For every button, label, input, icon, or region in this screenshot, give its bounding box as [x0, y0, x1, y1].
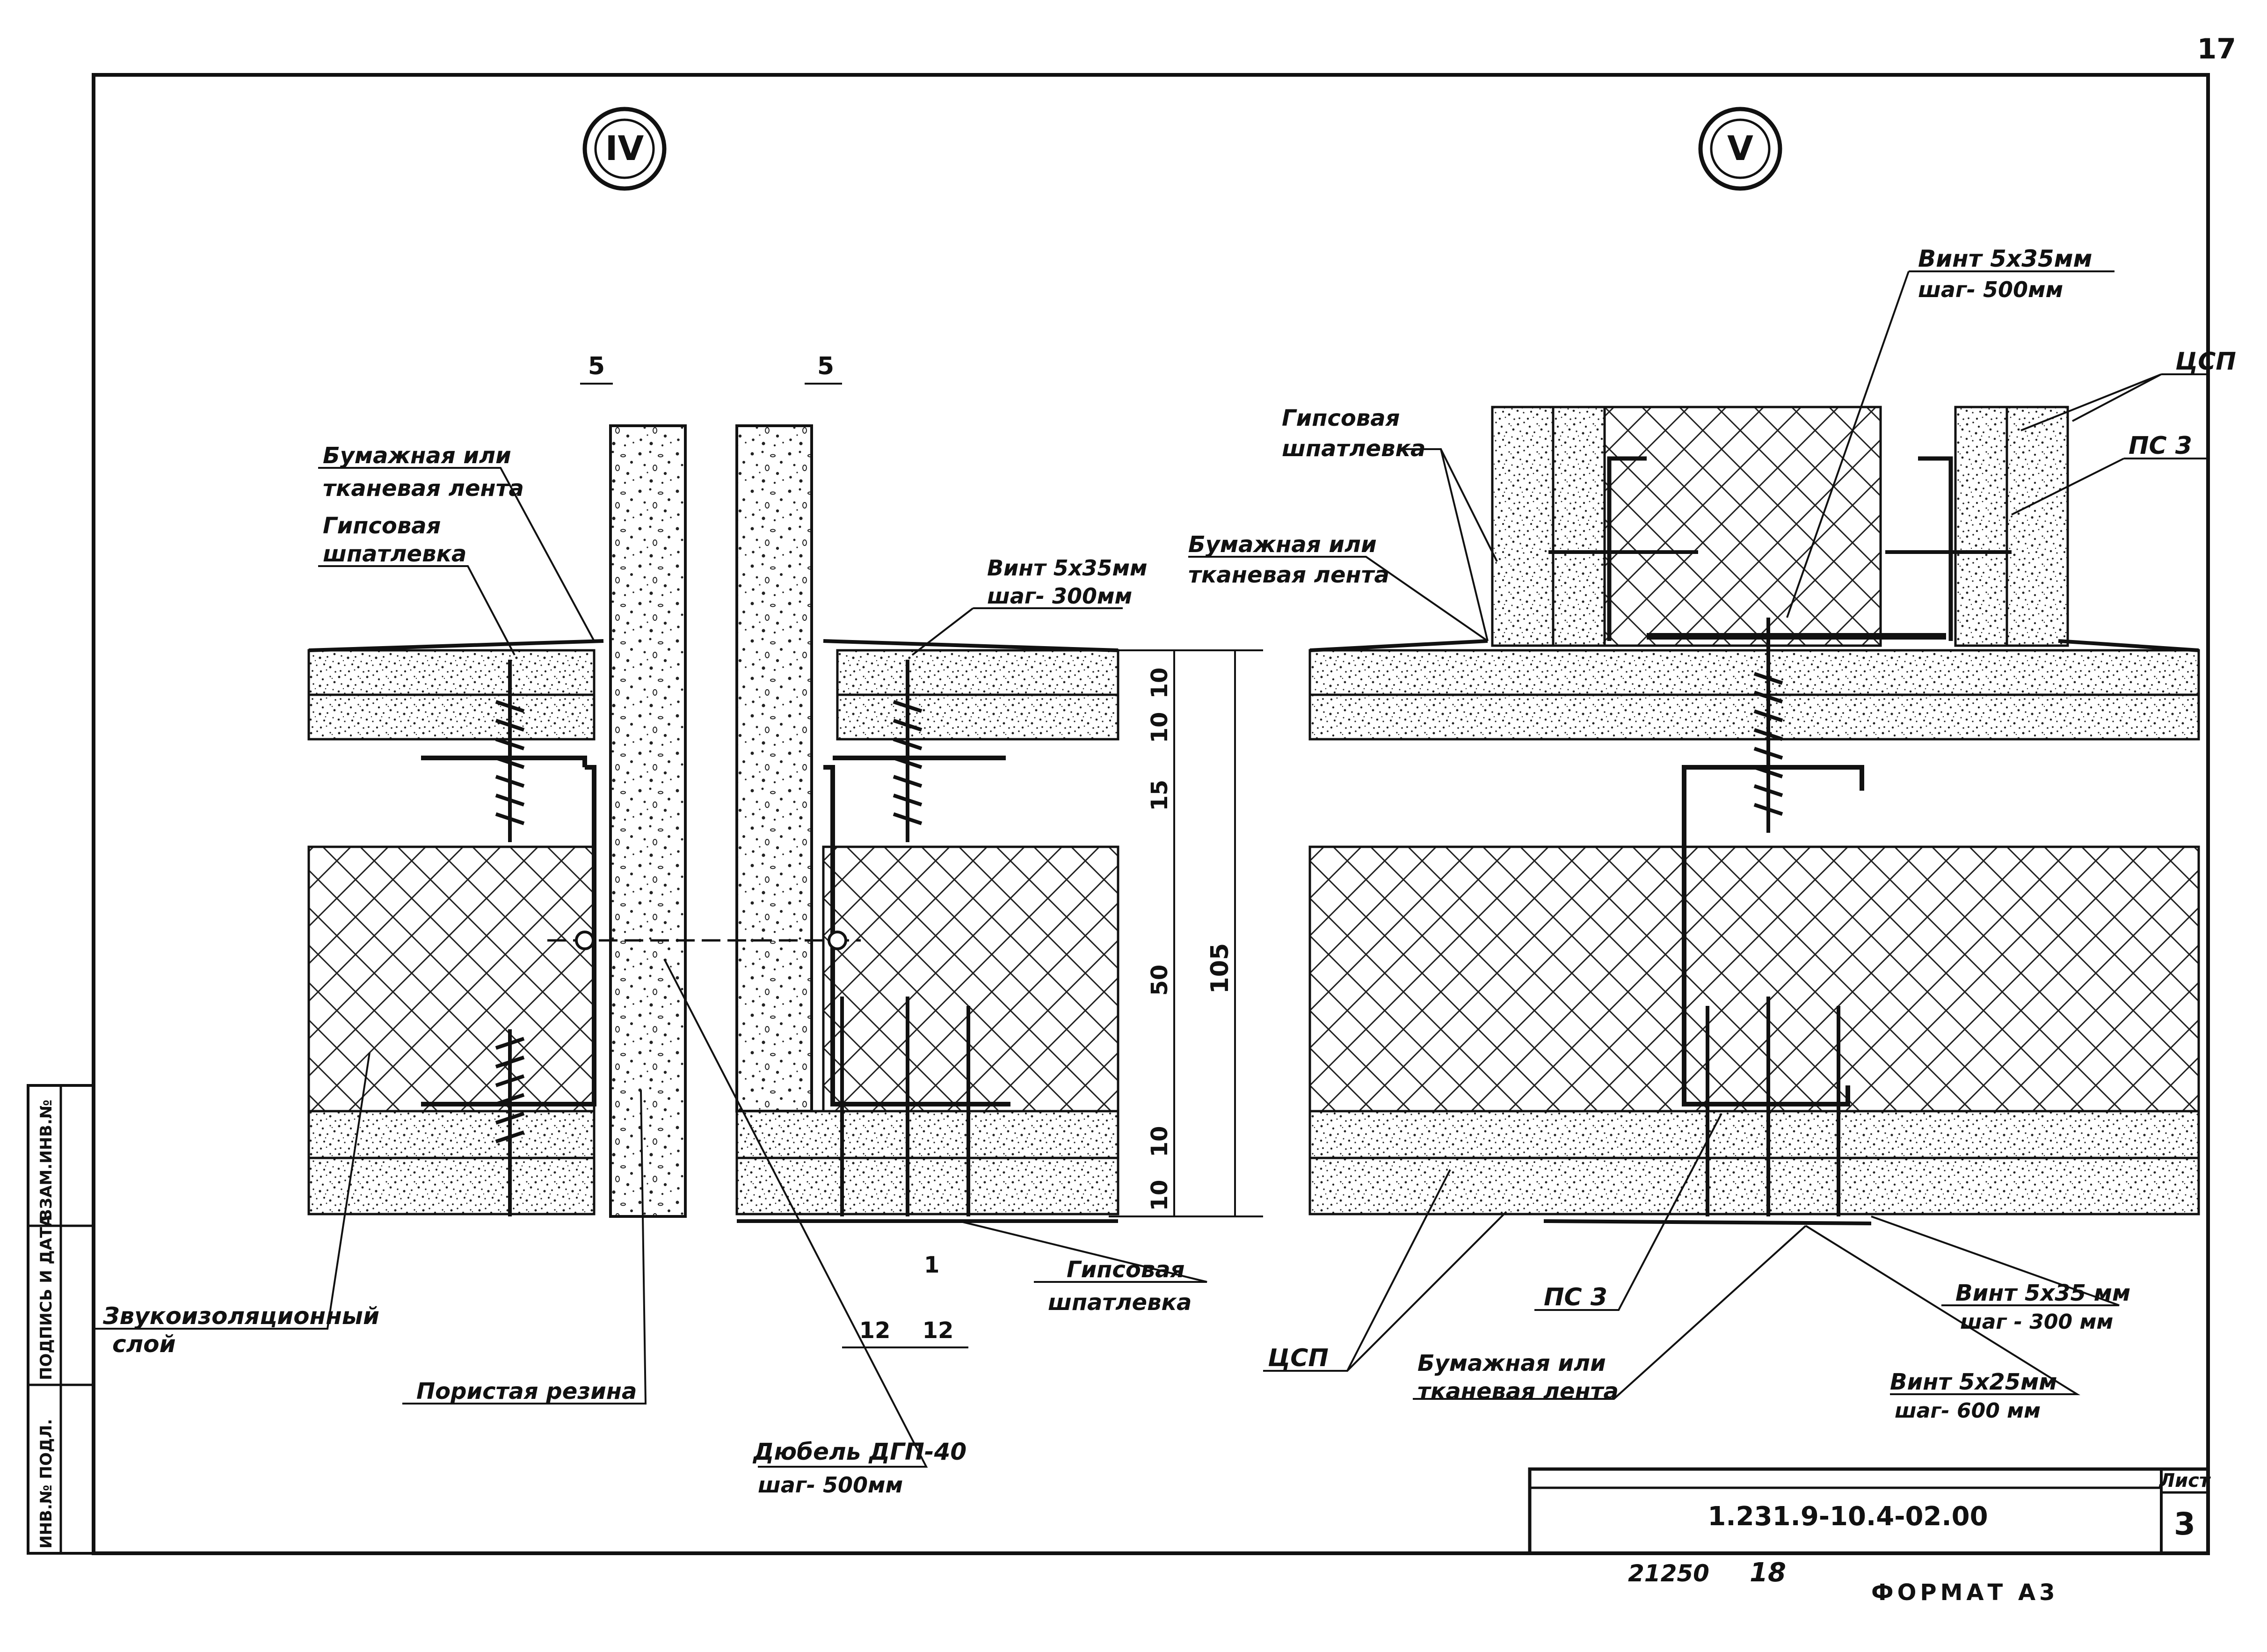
iv-sound-l2: слой — [112, 1331, 176, 1358]
paper-format: ФОРМАТ А3 — [1871, 1579, 2059, 1606]
dim-50: 50 — [1147, 965, 1173, 996]
svg-text:IV: IV — [605, 129, 644, 168]
stamp-inv-orig: ИНВ.№ ПОДЛ. — [37, 1419, 56, 1549]
view-mark-v: V — [1698, 107, 1782, 191]
sheet-label: Лист — [2159, 1470, 2211, 1492]
drawing-code: 1.231.9-10.4-02.00 — [1708, 1501, 1988, 1532]
v-screw3-l2: шаг- 600 мм — [1895, 1399, 2041, 1423]
dim-15: 15 — [1147, 780, 1173, 811]
v-csp-bottom: ЦСП — [1268, 1344, 1329, 1372]
v-screw2-l1: Винт 5x35 мм — [1955, 1280, 2130, 1306]
sheet-number: 3 — [2174, 1506, 2195, 1542]
iv-screw-l1: Винт 5x35мм — [987, 555, 1148, 581]
iv-tape-l1: Бумажная или — [323, 443, 511, 469]
v-tape2-l1: Бумажная или — [1417, 1350, 1606, 1376]
dim-total: 105 — [1206, 943, 1234, 994]
v-screw2-l2: шаг - 300 мм — [1960, 1310, 2113, 1334]
dim-12a: 12 — [859, 1317, 891, 1344]
iv-screw-l2: шаг- 300мм — [987, 583, 1132, 609]
dim-10c: 10 — [1147, 1126, 1173, 1157]
iv-dowel-l2: шаг- 500мм — [758, 1472, 903, 1498]
v-csp-top: ЦСП — [2175, 348, 2236, 376]
page-number: 17 — [2197, 33, 2237, 65]
iv-dowel-l1: Дюбель ДГП-40 — [752, 1438, 966, 1465]
v-screw-top-l1: Винт 5x35мм — [1918, 245, 2092, 272]
v-tape-l1: Бумажная или — [1188, 531, 1377, 558]
iv-putty2-l2: шпатлевка — [1048, 1289, 1192, 1316]
svg-text:V: V — [1727, 129, 1753, 168]
dim-12b: 12 — [923, 1317, 954, 1344]
dim-10a: 10 — [1147, 668, 1173, 699]
iv-tape-l2: тканевая лента — [323, 475, 524, 502]
view-v-leaders — [1188, 270, 2208, 1400]
iv-putty2-l1: Гипсовая — [1067, 1257, 1184, 1283]
v-ps3-bottom: ПС 3 — [1544, 1283, 1607, 1311]
v-tape-l2: тканевая лента — [1188, 562, 1389, 588]
archive-number: 21250 — [1628, 1560, 1709, 1587]
stamp-replace-inv: ВЗАМ.ИНВ.№ — [37, 1099, 56, 1221]
iv-sound-l1: Звукоизоляционный — [102, 1303, 379, 1330]
v-ps3-top: ПС 3 — [2129, 432, 2192, 460]
drawing-frame — [92, 73, 2210, 1555]
view-iv-leaders — [94, 467, 1207, 1468]
dim-1: 1 — [924, 1252, 939, 1278]
footer-num: 18 — [1750, 1557, 1786, 1588]
iv-putty-l1: Гипсовая — [323, 513, 441, 539]
v-screw-top-l2: шаг- 500мм — [1918, 277, 2063, 302]
v-putty-l2: шпатлевка — [1282, 436, 1425, 462]
stamp-sign-date: ПОДПИСЬ И ДАТА — [37, 1215, 56, 1380]
view-mark-iv: IV — [582, 107, 667, 191]
view-iv-dimensions — [580, 383, 1263, 1348]
dim-gap-right: 5 — [817, 352, 834, 380]
v-screw3-l1: Винт 5x25мм — [1890, 1369, 2057, 1395]
dim-10b: 10 — [1147, 712, 1173, 743]
view-v-section — [1308, 406, 2200, 1225]
title-block — [1528, 1467, 2210, 1555]
approval-stamp: ИНВ.№ ПОДЛ. ПОДПИСЬ И ДАТА ВЗАМ.ИНВ.№ — [27, 1084, 95, 1555]
dim-10d: 10 — [1147, 1180, 1173, 1211]
iv-rubber: Пористая резина — [416, 1378, 637, 1405]
iv-putty-l2: шпатлевка — [323, 541, 466, 567]
view-iv-section — [307, 424, 1119, 1223]
v-tape2-l2: тканевая лента — [1417, 1378, 1619, 1405]
v-putty-l1: Гипсовая — [1282, 405, 1400, 431]
dim-gap-left: 5 — [588, 352, 605, 380]
